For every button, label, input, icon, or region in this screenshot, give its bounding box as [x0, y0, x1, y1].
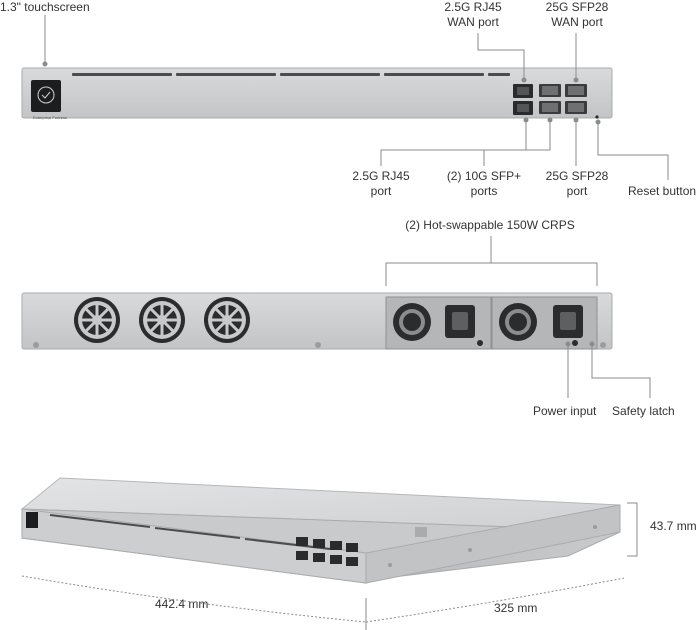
front-vent-slots	[72, 73, 510, 76]
psu-2	[491, 296, 598, 350]
rear-leader-lines	[385, 236, 651, 398]
power-input-label: Power input	[533, 404, 597, 418]
sfp28-port-label-line2: port	[566, 184, 588, 198]
dimension-lines	[21, 502, 638, 630]
sfp-ports-label-line2: ports	[470, 184, 498, 198]
psu-label: (2) Hot-swappable 150W CRPS	[405, 218, 575, 232]
sfp-ports-label-line1: (2) 10G SFP+	[446, 169, 522, 183]
front-chassis	[21, 67, 613, 119]
wan-rj45-label-line1: 2.5G RJ45	[444, 0, 502, 14]
chassis-side-panel	[365, 504, 621, 584]
touchscreen	[31, 80, 61, 112]
touchscreen-label: 1.3" touchscreen	[0, 0, 90, 14]
reset-button	[595, 115, 599, 119]
sfp28-port-label-line1: 25G SFP28	[545, 169, 609, 183]
rj45-port-label: 2.5G RJ45 port	[346, 169, 416, 199]
reset-button-label: Reset button	[628, 184, 697, 198]
rj45-ports	[513, 84, 533, 115]
safety-latch-label: Safety latch	[612, 404, 675, 418]
height-dimension-label: 43.7 mm	[650, 519, 697, 533]
front-view: Enterprise Fortress	[21, 15, 669, 180]
sfp-ports-label: (2) 10G SFP+ ports	[442, 169, 526, 199]
width-dimension-label: 442.4 mm	[155, 597, 209, 611]
wan-sfp28-label-line2: WAN port	[551, 15, 603, 29]
sfp-ports	[539, 84, 587, 114]
perspective-side-screws	[388, 525, 597, 567]
rj45-port-label-line1: 2.5G RJ45	[352, 169, 410, 183]
psu-1	[385, 296, 492, 350]
fans	[74, 297, 250, 343]
front-leader-lines	[42, 15, 669, 180]
perspective-ports	[296, 537, 358, 566]
device-name-print: Enterprise Fortress	[33, 115, 67, 120]
rear-view	[21, 236, 651, 398]
wan-sfp28-label-line1: 25G SFP28	[545, 0, 609, 14]
sfp28-port-label: 25G SFP28 port	[538, 169, 616, 199]
perspective-side-label	[415, 527, 427, 537]
rear-screws	[33, 342, 606, 348]
perspective-view	[20, 477, 638, 630]
wan-rj45-label: 2.5G RJ45 WAN port	[438, 0, 508, 30]
depth-dimension-label: 325 mm	[494, 601, 538, 615]
wan-sfp28-label: 25G SFP28 WAN port	[538, 0, 616, 30]
rj45-port-label-line2: port	[370, 184, 392, 198]
wan-rj45-label-line2: WAN port	[447, 15, 499, 29]
perspective-touchscreen	[26, 512, 38, 528]
